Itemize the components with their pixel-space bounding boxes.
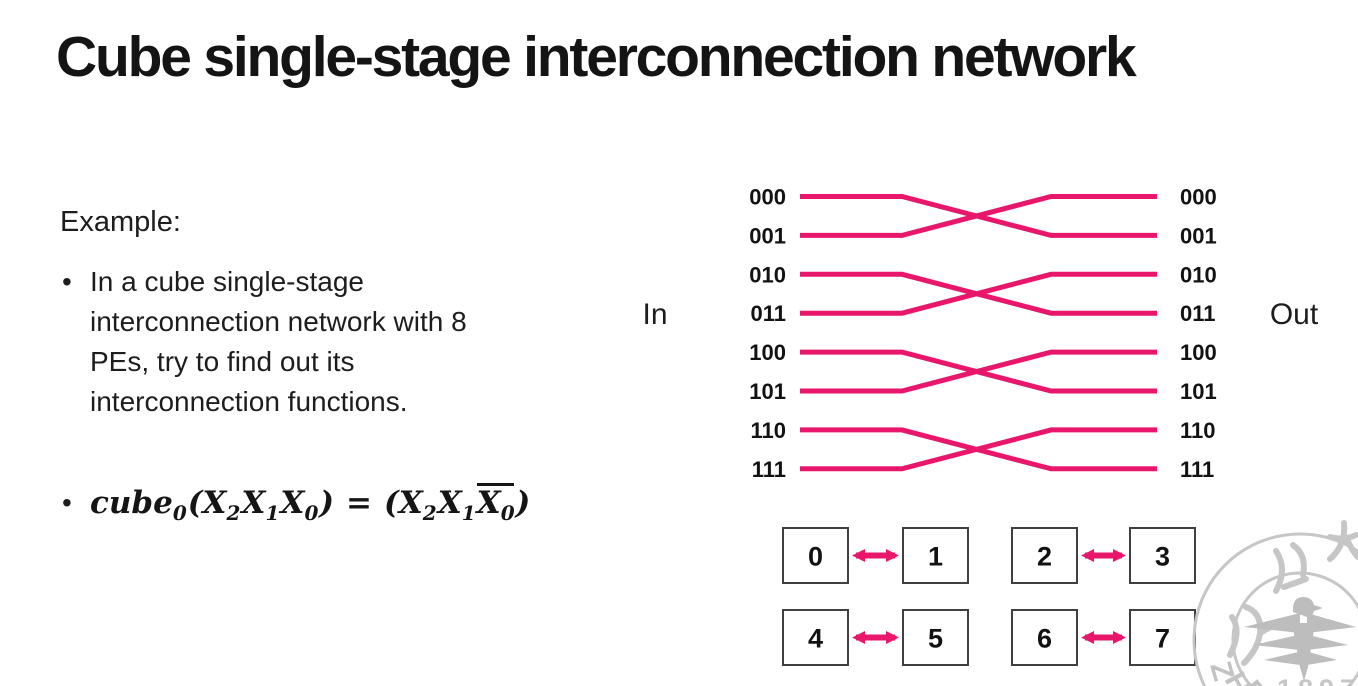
out-label: Out bbox=[1270, 298, 1319, 331]
input-label-100: 100 bbox=[749, 340, 786, 365]
function-subscript: 0 bbox=[172, 501, 187, 525]
close-paren: ) bbox=[319, 485, 335, 521]
pe-box-label: 7 bbox=[1155, 624, 1170, 654]
close-paren: ) bbox=[515, 485, 531, 521]
bullet-line: interconnection network with 8 bbox=[90, 306, 467, 337]
bullet-text: In a cube single-stage interconnection n… bbox=[90, 262, 467, 422]
bullet-marker: • bbox=[62, 487, 72, 518]
open-paren: ( bbox=[187, 485, 203, 521]
subscript: 2 bbox=[422, 501, 437, 525]
subscript: 1 bbox=[265, 501, 280, 525]
input-label-101: 101 bbox=[749, 379, 786, 404]
variable: X bbox=[476, 485, 501, 521]
pe-box-5 bbox=[902, 609, 969, 666]
network-wire bbox=[800, 349, 1157, 394]
network-wire bbox=[800, 427, 1157, 472]
seal-outer-circle bbox=[1192, 532, 1358, 686]
input-label-110: 110 bbox=[751, 418, 787, 443]
output-label-010: 010 bbox=[1180, 262, 1217, 287]
seal-eagle bbox=[1244, 597, 1356, 681]
bullet-line: PEs, try to find out its bbox=[90, 346, 355, 377]
seal-year: 1897 bbox=[1277, 674, 1358, 686]
variable: X bbox=[280, 485, 305, 521]
subscript: 1 bbox=[461, 501, 476, 525]
pe-box-2 bbox=[1011, 527, 1078, 584]
in-label: In bbox=[642, 298, 667, 331]
output-label-110: 110 bbox=[1180, 418, 1216, 443]
input-label-000: 000 bbox=[749, 185, 786, 210]
pe-box-4 bbox=[782, 609, 849, 666]
pe-box-7 bbox=[1129, 609, 1196, 666]
output-label-011: 011 bbox=[1180, 301, 1216, 326]
pe-box-label: 3 bbox=[1155, 542, 1170, 572]
pe-box-1 bbox=[902, 527, 969, 584]
pe-box-3 bbox=[1129, 527, 1196, 584]
formula-item: • cube0(X2X1X0)=(X2X1X0) bbox=[62, 480, 530, 526]
input-label-111: 111 bbox=[752, 457, 786, 482]
output-label-111: 111 bbox=[1180, 457, 1214, 482]
pe-box-label: 5 bbox=[928, 624, 943, 654]
open-paren: ( bbox=[384, 485, 399, 521]
pe-box-label: 0 bbox=[808, 542, 823, 572]
variable: X bbox=[202, 485, 227, 521]
bullet-marker: • bbox=[62, 266, 72, 297]
subscript: 2 bbox=[226, 501, 241, 525]
seal-calligraphy bbox=[1227, 520, 1358, 666]
output-label-100: 100 bbox=[1180, 340, 1217, 365]
input-label-010: 010 bbox=[749, 262, 786, 287]
bullet-line: In a cube single-stage bbox=[90, 266, 364, 297]
variable: X bbox=[437, 485, 462, 521]
pe-box-6 bbox=[1011, 609, 1078, 666]
subscript: 0 bbox=[304, 501, 319, 525]
input-label-011: 011 bbox=[751, 301, 787, 326]
seal-letter: E bbox=[1235, 674, 1273, 686]
equals-sign: = bbox=[346, 485, 373, 521]
bullet-line: interconnection functions. bbox=[90, 386, 408, 417]
output-label-001: 001 bbox=[1180, 223, 1217, 248]
input-label-001: 001 bbox=[749, 223, 786, 248]
overlined-variable: X0 bbox=[476, 485, 516, 523]
network-wire bbox=[800, 194, 1157, 238]
university-seal-watermark: Z H E 1897 bbox=[1192, 520, 1358, 686]
pe-box-label: 4 bbox=[808, 624, 823, 654]
output-label-101: 101 bbox=[1180, 379, 1217, 404]
output-label-000: 000 bbox=[1180, 185, 1217, 210]
pe-box-label: 1 bbox=[928, 542, 943, 572]
variable: X bbox=[241, 485, 266, 521]
slide-title: Cube single-stage interconnection networ… bbox=[56, 25, 1137, 89]
pe-box-label: 6 bbox=[1037, 624, 1052, 654]
pe-box-label: 2 bbox=[1037, 542, 1052, 572]
network-wire bbox=[800, 271, 1157, 316]
pe-box-0 bbox=[782, 527, 849, 584]
subscript: 0 bbox=[500, 501, 515, 525]
formula-expression: cube0(X2X1X0)=(X2X1X0) bbox=[90, 480, 530, 526]
function-name: cube bbox=[90, 485, 173, 521]
bullet-item: • In a cube single-stage interconnection… bbox=[62, 262, 467, 422]
example-heading: Example: bbox=[60, 206, 181, 238]
variable: X bbox=[398, 485, 423, 521]
